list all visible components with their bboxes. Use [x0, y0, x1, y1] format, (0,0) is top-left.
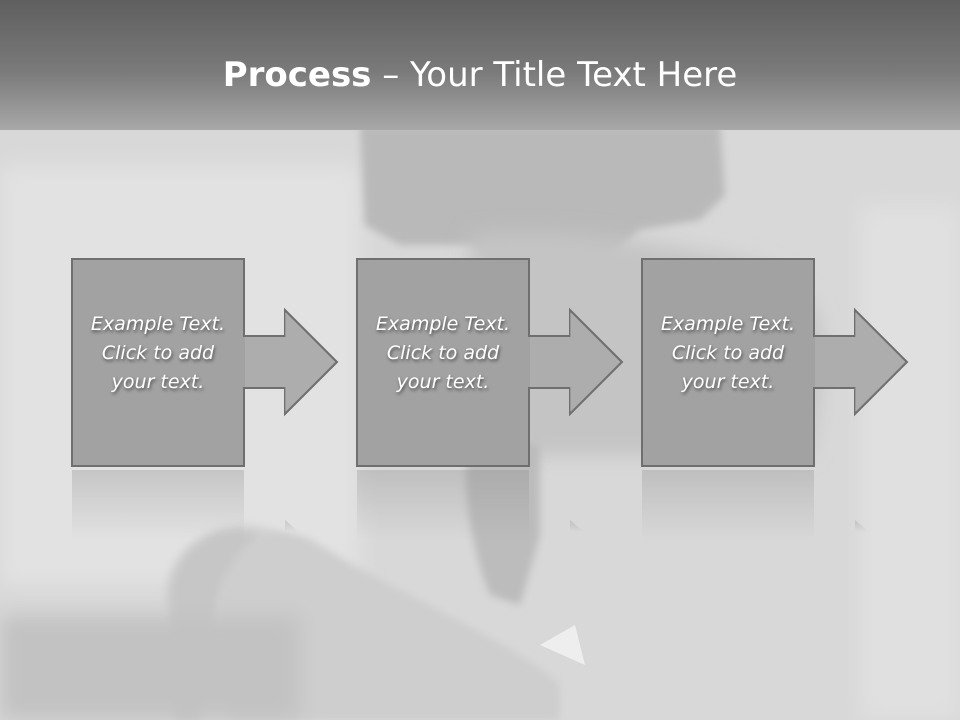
step-3-reflection — [641, 468, 960, 548]
step-3-box-arrow — [641, 258, 909, 467]
step-2-shape — [356, 258, 624, 467]
step-2-box-arrow — [356, 258, 624, 467]
title-bold: Process — [222, 55, 372, 95]
step-1-arrow — [245, 312, 335, 412]
step-2-text[interactable]: Example Text. Click to add your text. — [375, 313, 511, 393]
process-step-2[interactable]: Example Text. Click to add your text. — [356, 258, 716, 540]
step-2-arrow — [530, 312, 620, 412]
step-3-arrow — [815, 312, 905, 412]
step-1-reflection — [71, 468, 431, 548]
step-3-shape — [641, 258, 909, 467]
step-1-shape — [71, 258, 339, 467]
title-bar — [0, 0, 960, 130]
slide-title[interactable]: Process – Your Title Text Here — [0, 52, 960, 98]
step-3-text[interactable]: Example Text. Click to add your text. — [660, 313, 796, 393]
title-rest: – Your Title Text Here — [371, 55, 738, 95]
step-1-text[interactable]: Example Text. Click to add your text. — [90, 313, 226, 393]
process-step-3[interactable]: Example Text. Click to add your text. — [641, 258, 960, 540]
step-1-box-arrow — [71, 258, 339, 467]
step-2-reflection — [356, 468, 716, 548]
process-step-1[interactable]: Example Text. Click to add your text. — [71, 258, 431, 540]
